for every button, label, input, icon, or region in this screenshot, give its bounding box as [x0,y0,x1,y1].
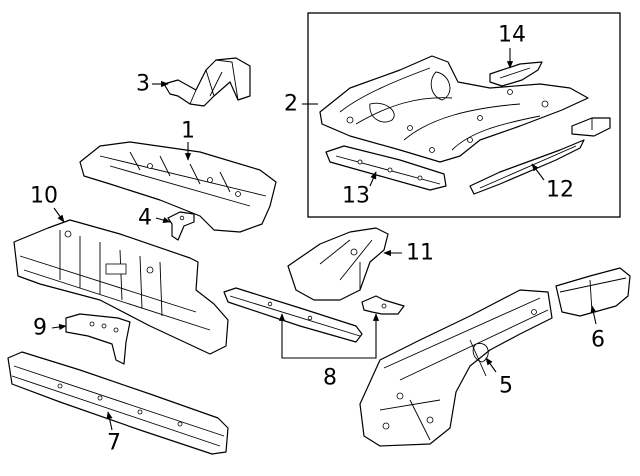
part-8-rail [223,287,363,343]
leader-7 [106,411,113,431]
part-14-bracket [489,61,543,87]
leader-8-bracket [281,318,377,359]
callout-12: 12 [546,178,574,203]
rear-floor-pan-assembly [319,55,589,163]
callout-9: 9 [33,316,47,341]
part-9-bracket [65,313,131,365]
callout-13: 13 [342,184,370,209]
callout-5: 5 [499,374,513,399]
part-5-rail-assembly [359,289,553,447]
leader-13 [369,171,377,187]
leader-9 [51,323,67,331]
callout-3: 3 [136,72,150,97]
part-13-crossmember [325,145,447,191]
part-3-bracket [163,57,251,107]
part-4-bracket [167,211,195,241]
small-side-bracket [571,117,611,137]
callout-10: 10 [30,184,58,209]
callout-1: 1 [181,119,195,144]
part-1-floor-panel [79,141,277,233]
callout-4: 4 [138,206,152,231]
leader-6 [590,305,597,325]
callout-8: 8 [323,366,337,391]
assembly-inset-box [307,12,621,218]
leader-4 [155,217,171,224]
part-12-rail [469,139,585,195]
callout-11: 11 [406,241,434,266]
callout-6: 6 [591,328,605,353]
leader-12 [531,163,545,181]
leader-5 [485,357,497,373]
part-11-bracket [287,227,389,301]
part-8-small-bracket [361,295,405,315]
leader-10 [53,207,65,223]
callout-7: 7 [107,431,121,456]
part-10-rear-panel [13,219,229,355]
callout-2: 2 [284,92,298,117]
part-7-crossmember [7,351,229,455]
callout-14: 14 [498,23,526,48]
